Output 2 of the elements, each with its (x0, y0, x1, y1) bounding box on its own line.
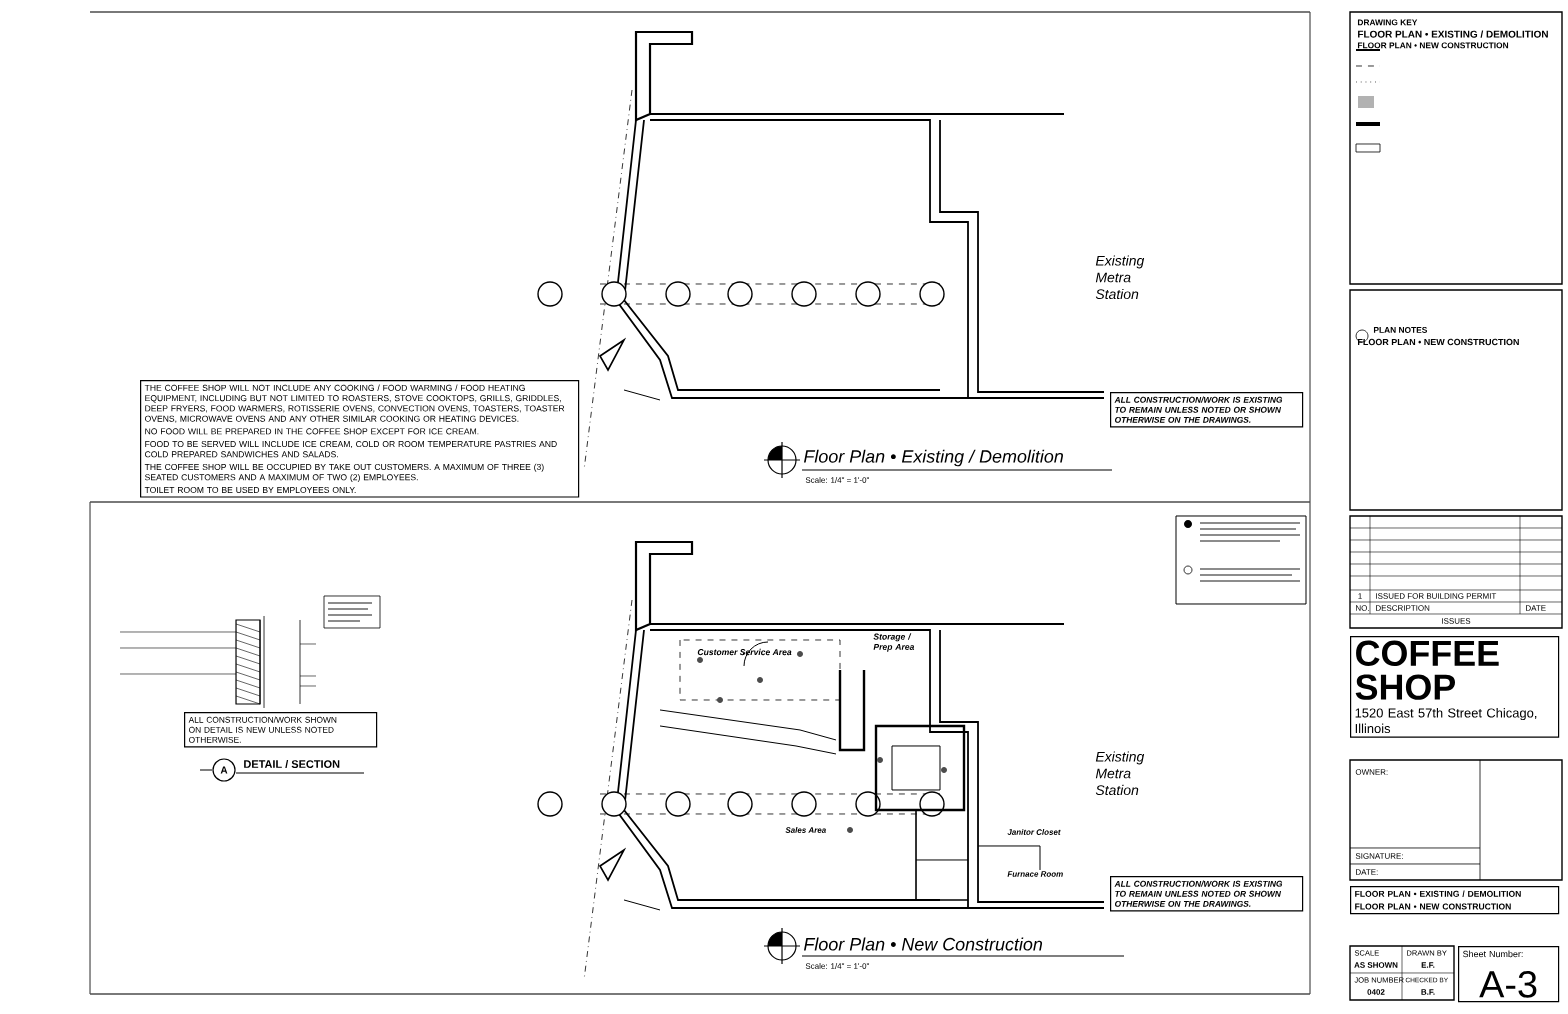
plan-title: Floor Plan • Existing / Demolition (803, 449, 1063, 467)
plan-title: Floor Plan • New Construction (803, 937, 1043, 951)
